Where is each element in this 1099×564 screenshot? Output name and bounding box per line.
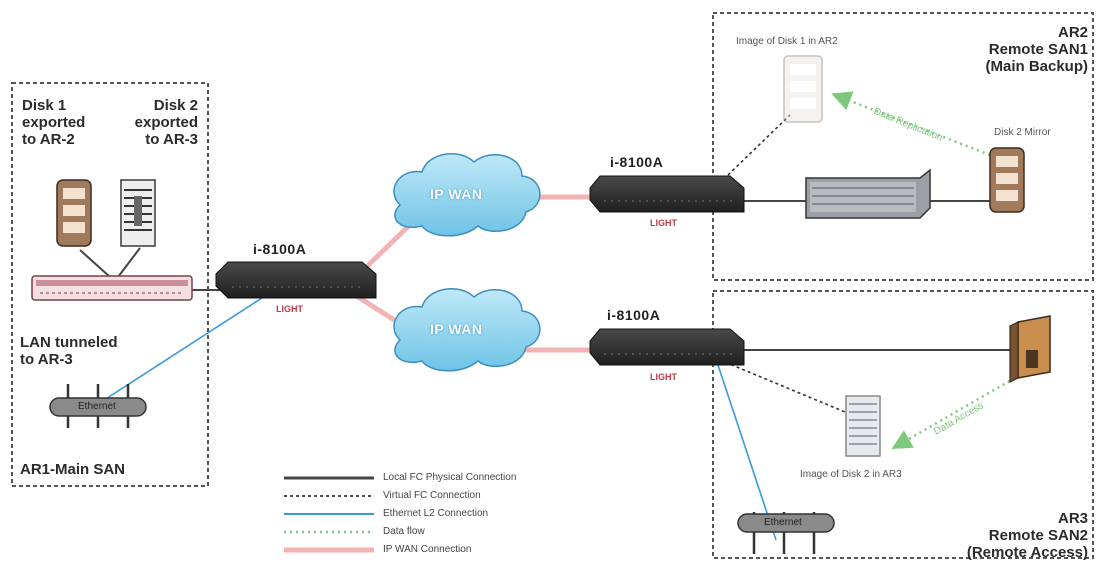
- disk-2-image-label: Image of Disk 2 in AR3: [800, 469, 902, 480]
- router-ar2-brand: LIGHT: [650, 218, 677, 228]
- server-ar3: [1009, 315, 1051, 383]
- legend-label-ethernet: Ethernet L2 Connection: [383, 508, 489, 519]
- ethernet-hub-ar3: [737, 512, 835, 554]
- legend-label-dataflow: Data flow: [383, 526, 425, 537]
- router-ar3: [589, 328, 745, 366]
- ethernet-hub-ar1-label: Ethernet: [78, 401, 116, 412]
- disk-1-array: [56, 179, 92, 247]
- ethernet-hub-ar3-label: Ethernet: [764, 517, 802, 528]
- router-ar3-label: i-8100A: [607, 307, 661, 323]
- ethernet-connections: [97, 295, 777, 541]
- disk-2-array: [120, 179, 156, 247]
- ethernet-hub-ar1: [49, 384, 147, 428]
- disk-2-image-ar3: [845, 395, 881, 457]
- virtual-fc-connections: [719, 114, 846, 413]
- zone-ar1-boundary: [11, 82, 209, 487]
- ar1-zone-label: AR1-Main SAN: [20, 461, 126, 478]
- disk-2-mirror-array: [989, 147, 1025, 213]
- zone-ar2-boundary: [712, 12, 1094, 281]
- ip-wan-top-label: IP WAN: [430, 186, 483, 202]
- legend-label-wan: IP WAN Connection: [383, 544, 472, 555]
- legend-swatches: [284, 476, 374, 553]
- data-replication-arrow: [831, 91, 991, 157]
- storage-array-ar2: [805, 168, 931, 219]
- fc-physical-connections: [79, 200, 1020, 351]
- ip-wan-cloud-top: [393, 153, 541, 237]
- disk-1-image-ar2: [783, 55, 823, 123]
- disk-1-label: Disk 1 exported to AR-2: [22, 97, 86, 148]
- disk-2-label: Disk 2 exported to AR-3: [134, 97, 198, 148]
- router-ar2: [589, 175, 745, 213]
- router-ar2-label: i-8100A: [610, 154, 664, 170]
- router-main: [215, 261, 377, 299]
- data-access-arrow: [891, 373, 1021, 449]
- ar2-zone-title: AR2 Remote SAN1 (Main Backup): [985, 24, 1088, 75]
- router-main-brand: LIGHT: [276, 304, 303, 314]
- disk-1-image-label: Image of Disk 1 in AR2: [736, 36, 838, 47]
- legend-label-fc-physical: Local FC Physical Connection: [383, 472, 517, 483]
- ip-wan-cloud-bottom: [393, 288, 541, 372]
- ar3-zone-title: AR3 Remote SAN2 (Remote Access): [966, 510, 1088, 561]
- ip-wan-bottom-label: IP WAN: [430, 321, 483, 337]
- disk-2-mirror-label: Disk 2 Mirror: [994, 127, 1051, 138]
- fc-switch-ar1: [31, 275, 193, 301]
- router-ar3-brand: LIGHT: [650, 372, 677, 382]
- lan-tunneled-label: LAN tunneled to AR-3: [20, 334, 118, 368]
- legend-label-virtual-fc: Virtual FC Connection: [383, 490, 481, 501]
- router-main-label: i-8100A: [253, 241, 307, 257]
- zone-ar3-boundary: [712, 290, 1094, 559]
